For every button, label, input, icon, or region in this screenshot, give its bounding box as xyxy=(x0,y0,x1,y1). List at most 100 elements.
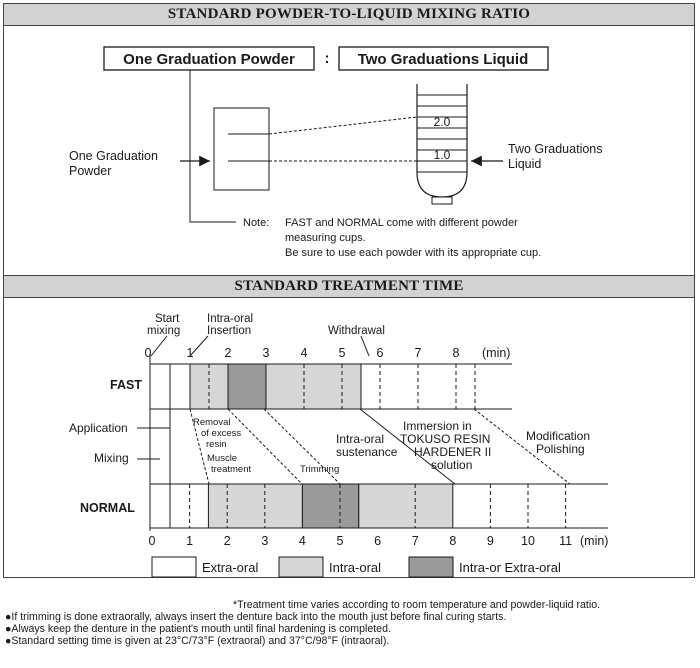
connector-trim-start xyxy=(227,408,303,485)
top-tick-label: 4 xyxy=(301,346,308,360)
treatment-time-header: STANDARD TREATMENT TIME xyxy=(4,275,694,298)
normal-segment-intra xyxy=(358,483,454,529)
note-line-2: measuring cups. xyxy=(285,232,366,244)
powder-side-label-2: Powder xyxy=(69,164,111,178)
bottom-tick-label: 1 xyxy=(186,534,193,548)
immersion-label-4: solution xyxy=(431,458,472,472)
grad-high-label: 2.0 xyxy=(434,115,451,129)
top-tick-label: 1 xyxy=(187,346,194,360)
treatment-timeline: Start mixing Intra-oral Insertion Withdr… xyxy=(69,313,609,578)
bottom-tick-label: 7 xyxy=(412,534,419,548)
ratio-diagram: One Graduation Powder : Two Graduations … xyxy=(69,46,603,259)
fast-segment-intra xyxy=(265,363,362,410)
legend-intra-oral-label: Intra-oral xyxy=(329,560,381,575)
legend-either-label: Intra-or Extra-oral xyxy=(459,560,561,575)
top-tick-label: 7 xyxy=(415,346,422,360)
withdrawal-tick-line xyxy=(360,335,370,357)
bottom-tick-label: 10 xyxy=(521,534,535,548)
insertion-tick-line xyxy=(189,335,209,357)
top-tick-label: 2 xyxy=(225,346,232,360)
bottom-tick-label: 5 xyxy=(337,534,344,548)
insertion-label-1: Intra-oral xyxy=(207,313,253,325)
liquid-cylinder-base xyxy=(431,196,453,205)
normal-bars xyxy=(189,483,567,529)
note-leader-line xyxy=(189,70,236,223)
liquid-cylinder xyxy=(416,84,468,198)
insertion-label-2: Insertion xyxy=(207,325,251,337)
bottom-tick-label: 3 xyxy=(261,534,268,548)
footnote-keep-denture: ●Always keep the denture in the patient'… xyxy=(5,623,391,635)
top-tick-label: 6 xyxy=(377,346,384,360)
footnote-time-varies: *Treatment time varies according to room… xyxy=(233,599,601,611)
connector-trim-end xyxy=(263,408,341,485)
modification-label-1: Modification xyxy=(526,429,590,443)
powder-box-label: One Graduation Powder xyxy=(123,51,295,68)
top-tick-label: 3 xyxy=(263,346,270,360)
normal-segment-intra xyxy=(207,483,303,529)
top-tick-label: 8 xyxy=(453,346,460,360)
removal-label-5: treatment xyxy=(211,464,251,475)
footnotes: *Treatment time varies according to room… xyxy=(5,599,695,647)
immersion-label-3: HARDENER II xyxy=(414,445,491,459)
sustenance-label-1: Intra-oral xyxy=(336,432,384,446)
start-mixing-label-1: Start xyxy=(155,313,180,325)
mixing-label: Mixing xyxy=(94,451,129,465)
connector-finish xyxy=(473,408,571,485)
removal-label-1: Removal xyxy=(193,417,231,428)
removal-label-2: of excess xyxy=(201,428,241,439)
dashed-link-upper xyxy=(268,116,418,135)
powder-box xyxy=(103,46,315,71)
liquid-box xyxy=(338,46,549,71)
bottom-tick-label: 11 xyxy=(559,534,572,548)
note-line-1: FAST and NORMAL come with different powd… xyxy=(285,217,518,229)
mixing-ratio-header: STANDARD POWDER-TO-LIQUID MIXING RATIO xyxy=(4,4,694,26)
bottom-tick-label: 6 xyxy=(374,534,381,548)
powder-cup xyxy=(213,107,270,191)
bottom-tick-label: 4 xyxy=(299,534,306,548)
top-time-axis: 0 1 2 3 4 5 6 7 8 (min) xyxy=(145,346,511,360)
bottom-tick-label: 2 xyxy=(224,534,231,548)
fast-bars xyxy=(189,363,512,410)
liquid-box-label: Two Graduations Liquid xyxy=(358,51,529,68)
removal-label-3: resin xyxy=(206,439,227,450)
fast-row-label: FAST xyxy=(110,378,142,392)
normal-segment-either xyxy=(301,483,360,529)
legend-intra-oral-swatch xyxy=(278,556,324,578)
bottom-tick-label: 8 xyxy=(449,534,456,548)
footnote-trimming: ●If trimming is done extraorally, always… xyxy=(5,611,507,623)
powder-side-label-1: One Graduation xyxy=(69,149,158,163)
grad-low-label: 1.0 xyxy=(434,148,451,162)
legend-either-swatch xyxy=(408,556,454,578)
removal-label-4: Muscle xyxy=(207,453,237,464)
ratio-separator: : xyxy=(325,50,330,67)
note-prefix: Note: xyxy=(243,217,269,229)
diagram-frame: STANDARD POWDER-TO-LIQUID MIXING RATIO S… xyxy=(3,3,695,578)
connector-insertion xyxy=(189,408,210,485)
footnote-setting-time: ●Standard setting time is given at 23°C/… xyxy=(5,635,390,647)
legend-extra-oral-swatch xyxy=(151,556,197,578)
top-tick-label: 0 xyxy=(145,346,152,360)
connector-withdrawal xyxy=(359,408,456,485)
note-line-3: Be sure to use each powder with its appr… xyxy=(285,247,541,259)
fast-segment-either xyxy=(227,363,267,410)
bottom-unit-label: (min) xyxy=(580,534,608,548)
application-label: Application xyxy=(69,421,128,435)
liquid-side-label-2: Liquid xyxy=(508,157,541,171)
immersion-label-1: Immersion in xyxy=(403,419,472,433)
modification-label-2: Polishing xyxy=(536,442,585,456)
bottom-tick-label: 0 xyxy=(149,534,156,548)
withdrawal-label: Withdrawal xyxy=(328,325,385,337)
legend-extra-oral-label: Extra-oral xyxy=(202,560,258,575)
sustenance-label-2: sustenance xyxy=(336,445,398,459)
start-mixing-tick-line xyxy=(150,335,168,357)
bottom-time-axis: 0 1 2 3 4 5 6 7 8 9 10 11 (min) xyxy=(149,534,609,548)
top-unit-label: (min) xyxy=(482,346,510,360)
bottom-tick-label: 9 xyxy=(487,534,494,548)
trimming-label: Trimming xyxy=(300,464,339,475)
top-tick-label: 5 xyxy=(339,346,346,360)
immersion-label-2: TOKUSO RESIN xyxy=(400,432,490,446)
liquid-side-label-1: Two Graduations xyxy=(508,142,603,156)
start-mixing-label-2: mixing xyxy=(147,325,180,337)
normal-row-label: NORMAL xyxy=(80,501,135,515)
